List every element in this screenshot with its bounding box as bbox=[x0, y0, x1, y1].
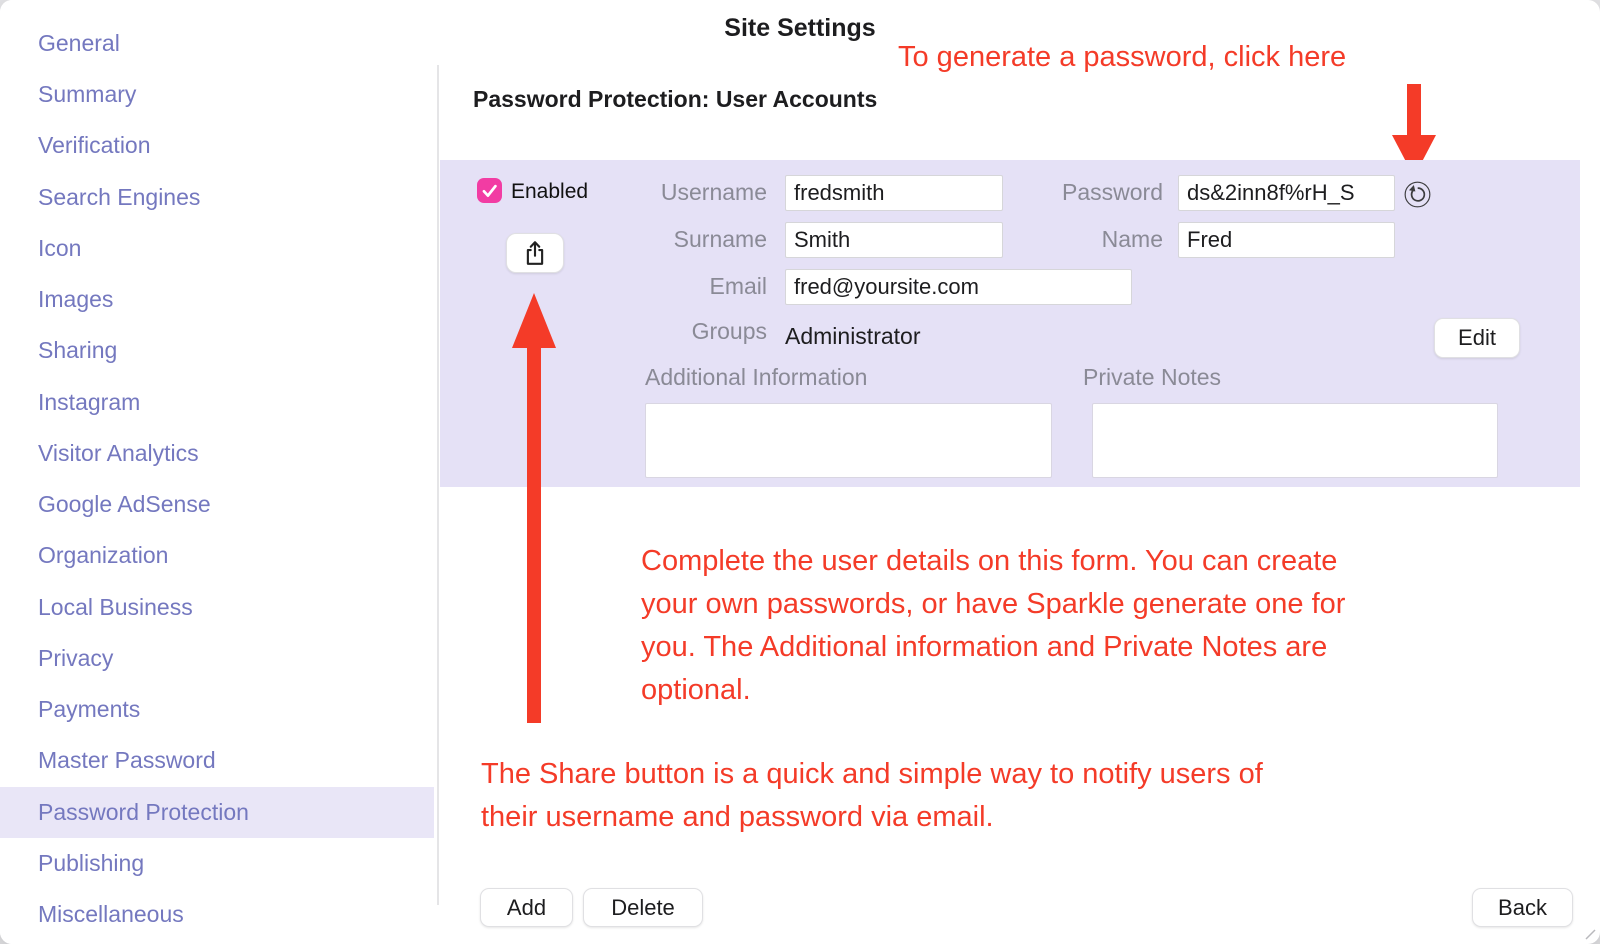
sidebar-item-password-protection[interactable]: Password Protection bbox=[0, 787, 434, 838]
page-title: Password Protection: User Accounts bbox=[473, 86, 878, 112]
additional-information-textarea[interactable] bbox=[645, 403, 1052, 478]
email-label: Email bbox=[709, 273, 767, 299]
annotation-form-help-line1: Complete the user details on this form. … bbox=[641, 545, 1338, 577]
sidebar-item-instagram[interactable]: Instagram bbox=[38, 389, 141, 415]
settings-sidebar: General Summary Verification Search Engi… bbox=[0, 0, 437, 944]
edit-groups-button[interactable]: Edit bbox=[1434, 318, 1520, 358]
annotation-generate-password: To generate a password, click here bbox=[898, 41, 1347, 73]
sidebar-item-publishing[interactable]: Publishing bbox=[38, 850, 145, 876]
username-label: Username bbox=[660, 179, 767, 205]
arrow-up-shaft bbox=[527, 346, 541, 723]
sidebar-item-sharing[interactable]: Sharing bbox=[38, 337, 118, 363]
enabled-label: Enabled bbox=[511, 180, 589, 203]
sidebar-item-search-engines[interactable]: Search Engines bbox=[38, 184, 201, 210]
share-button[interactable] bbox=[506, 233, 564, 273]
arrow-down-shaft bbox=[1407, 84, 1421, 136]
sidebar-item-visitor-analytics[interactable]: Visitor Analytics bbox=[38, 440, 199, 466]
password-input[interactable] bbox=[1178, 175, 1395, 211]
sidebar-item-local-business[interactable]: Local Business bbox=[38, 594, 193, 620]
arrow-up-head bbox=[512, 293, 556, 348]
private-notes-label: Private Notes bbox=[1083, 364, 1222, 390]
enabled-checkbox[interactable] bbox=[477, 178, 502, 203]
sidebar-item-images[interactable]: Images bbox=[38, 286, 114, 312]
sidebar-item-general[interactable]: General bbox=[38, 30, 120, 56]
checkmark-icon bbox=[482, 184, 497, 197]
sidebar-item-icon[interactable]: Icon bbox=[38, 235, 82, 261]
annotation-share-help-line1: The Share button is a quick and simple w… bbox=[481, 758, 1263, 790]
groups-value: Administrator bbox=[785, 323, 921, 349]
resize-handle[interactable] bbox=[1582, 926, 1596, 940]
annotation-form-help-line4: optional. bbox=[641, 674, 751, 706]
password-label: Password bbox=[1062, 179, 1163, 205]
sidebar-item-master-password[interactable]: Master Password bbox=[38, 747, 216, 773]
delete-button[interactable]: Delete bbox=[583, 888, 703, 927]
add-button[interactable]: Add bbox=[480, 888, 573, 927]
annotation-share-help-line2: their username and password via email. bbox=[481, 801, 994, 833]
sidebar-item-payments[interactable]: Payments bbox=[38, 696, 141, 722]
sidebar-item-miscellaneous[interactable]: Miscellaneous bbox=[38, 901, 184, 927]
name-label: Name bbox=[1101, 226, 1163, 252]
sidebar-item-summary[interactable]: Summary bbox=[38, 81, 137, 107]
sidebar-item-google-adsense[interactable]: Google AdSense bbox=[38, 491, 211, 517]
window-title: Site Settings bbox=[724, 14, 876, 42]
groups-label: Groups bbox=[691, 318, 767, 344]
sidebar-item-organization[interactable]: Organization bbox=[38, 542, 169, 568]
username-input[interactable] bbox=[785, 175, 1003, 211]
back-button[interactable]: Back bbox=[1472, 888, 1573, 927]
sidebar-item-verification[interactable]: Verification bbox=[38, 132, 151, 158]
annotation-form-help-line3: you. The Additional information and Priv… bbox=[641, 631, 1328, 663]
generate-password-icon[interactable] bbox=[1404, 181, 1431, 208]
sidebar-item-privacy[interactable]: Privacy bbox=[38, 645, 114, 671]
surname-input[interactable] bbox=[785, 222, 1003, 258]
share-icon bbox=[526, 241, 544, 265]
annotation-form-help-line2: your own passwords, or have Sparkle gene… bbox=[641, 588, 1346, 620]
surname-label: Surname bbox=[673, 226, 767, 252]
email-input[interactable] bbox=[785, 269, 1132, 305]
name-input[interactable] bbox=[1178, 222, 1395, 258]
private-notes-textarea[interactable] bbox=[1092, 403, 1498, 478]
sidebar-divider bbox=[437, 65, 439, 905]
additional-information-label: Additional Information bbox=[645, 364, 868, 390]
